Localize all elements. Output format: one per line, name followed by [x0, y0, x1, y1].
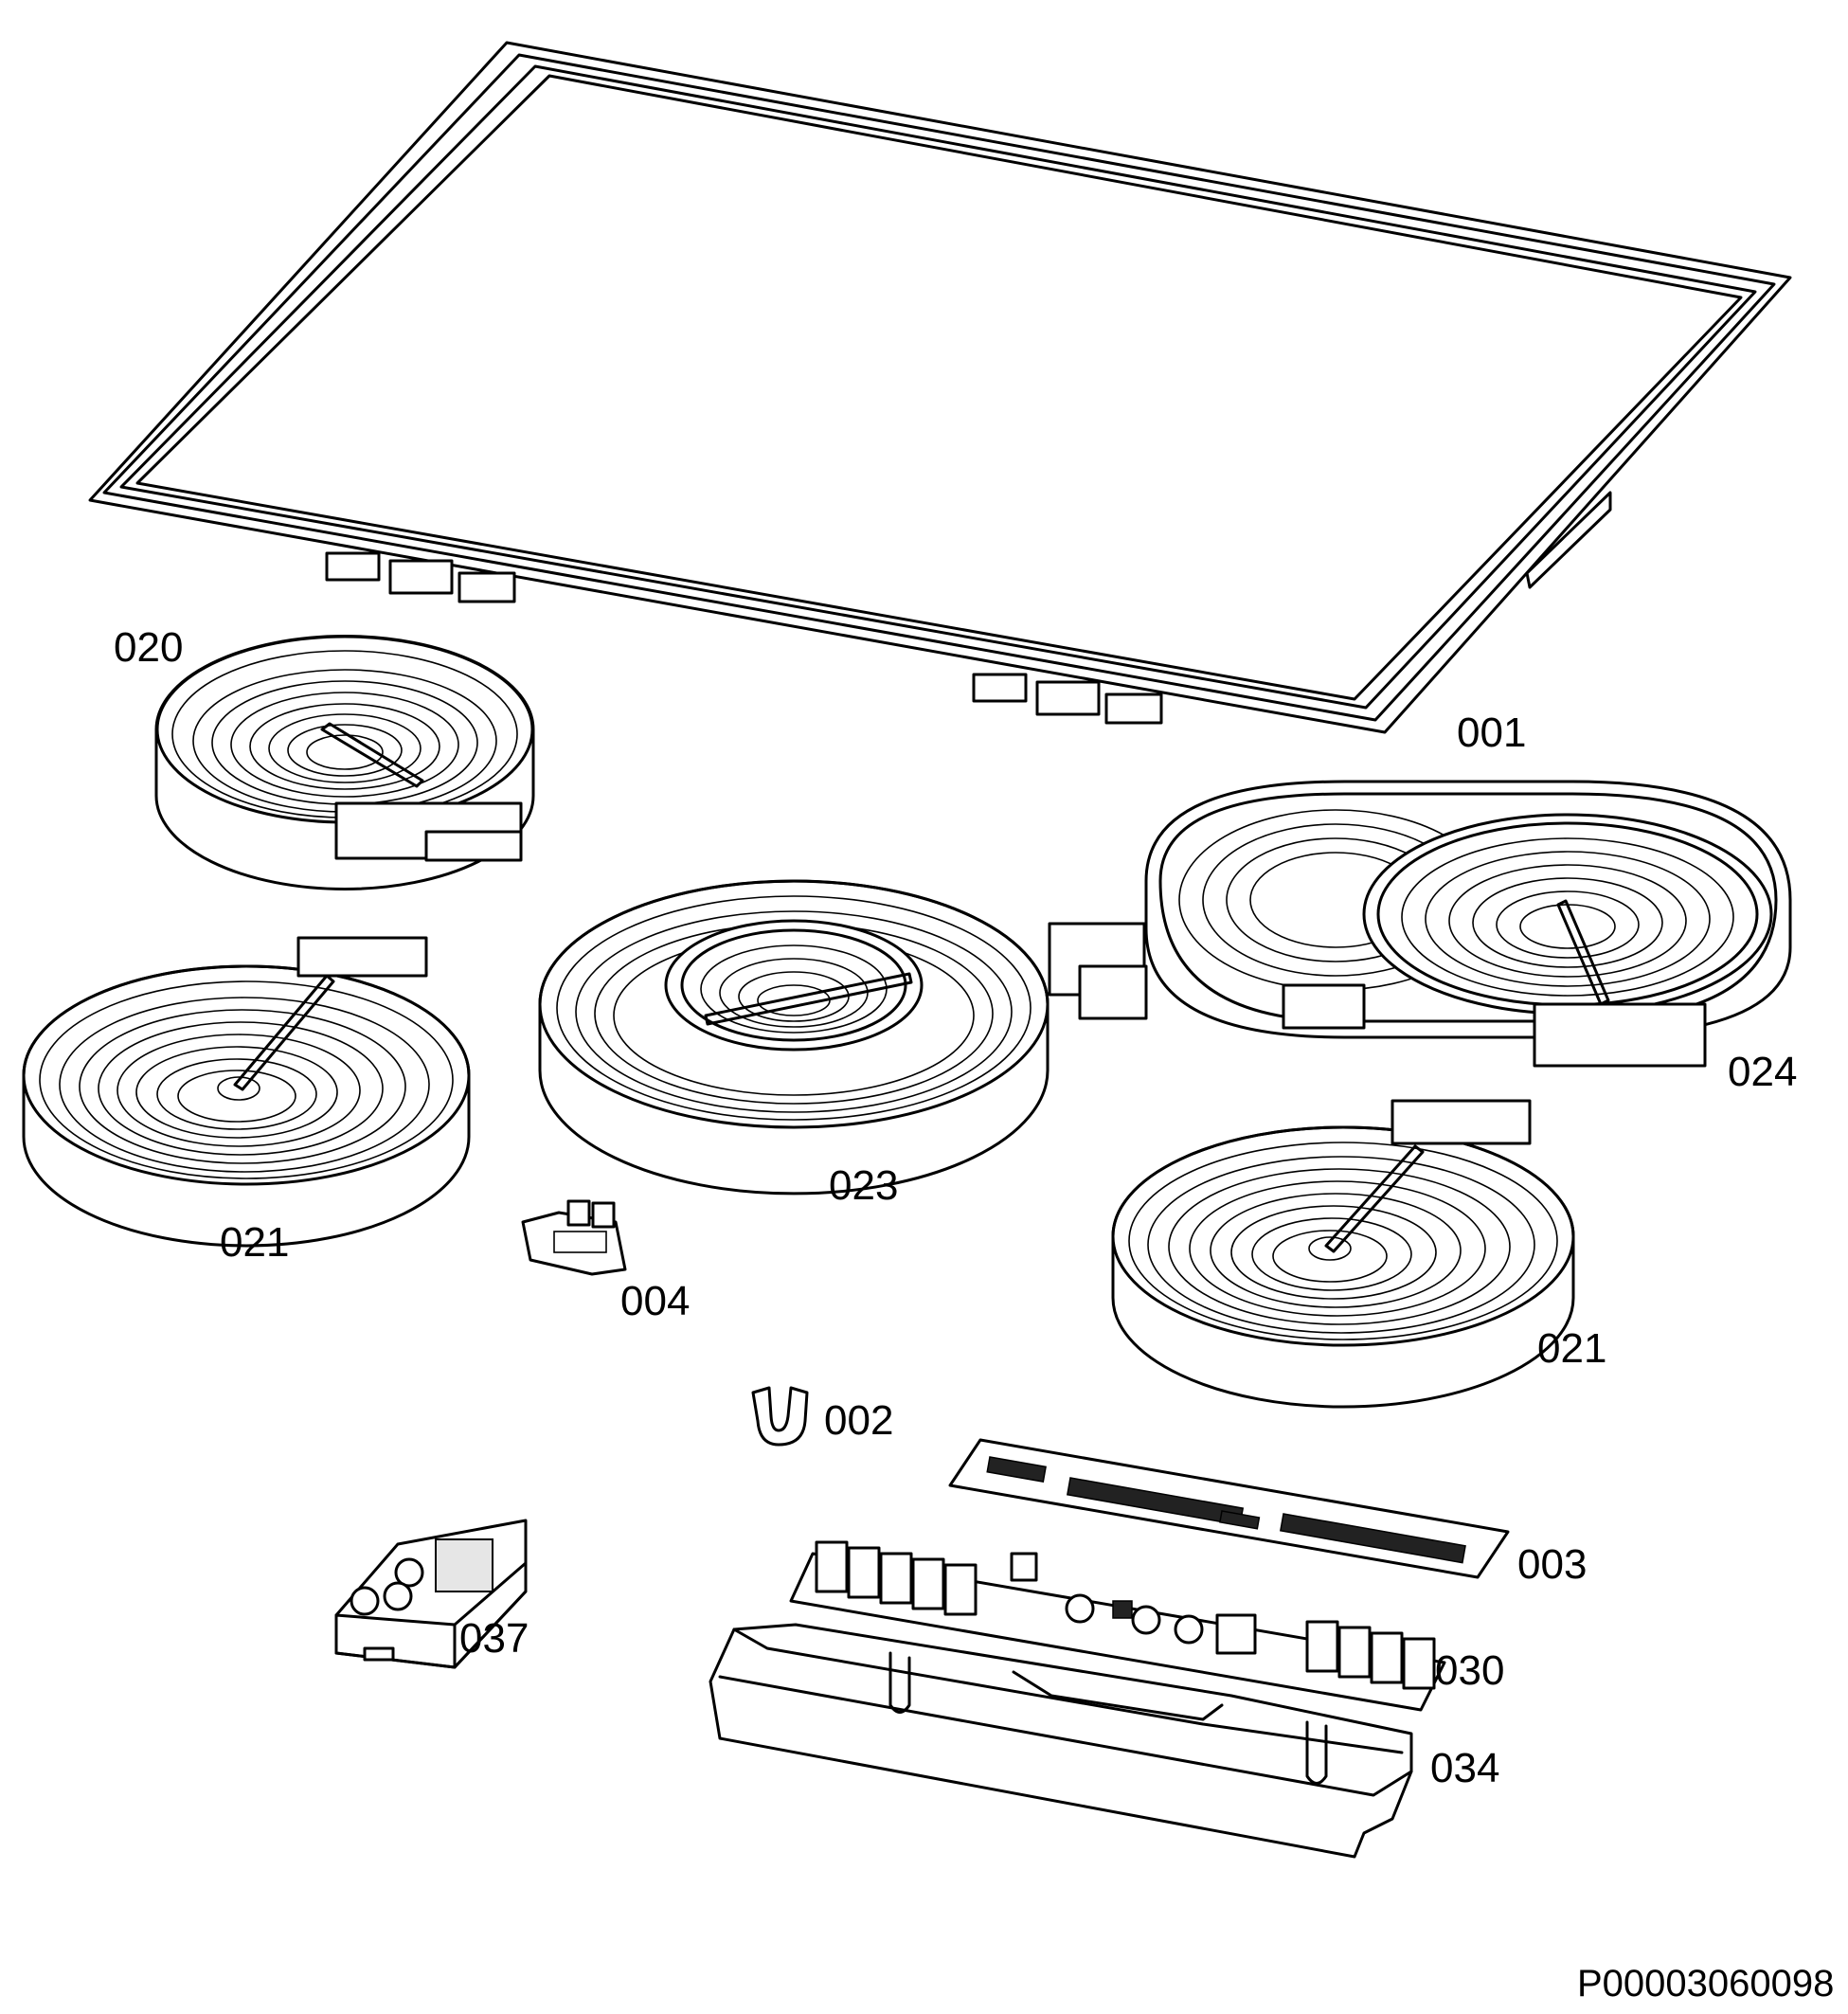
label-024: 024	[1728, 1049, 1798, 1095]
heater-small-drawing	[154, 635, 535, 890]
label-021-right: 021	[1537, 1325, 1607, 1372]
label-030: 030	[1435, 1647, 1505, 1694]
components-mid	[1010, 1552, 1257, 1655]
connector-drawing	[521, 1199, 627, 1276]
heater-oval-drawing	[1144, 780, 1792, 1068]
relays-left	[815, 1540, 978, 1616]
coil-020	[192, 669, 497, 813]
clip-drawing	[751, 1386, 809, 1447]
label-003: 003	[1517, 1541, 1588, 1588]
heater-right-drawing	[1111, 1099, 1575, 1409]
label-001: 001	[1457, 710, 1527, 756]
glass-top-drawing	[88, 41, 1792, 734]
control-board-drawing	[948, 1438, 1510, 1579]
label-023: 023	[829, 1162, 899, 1209]
label-021-left: 021	[220, 1219, 290, 1266]
power-board-drawing	[789, 1540, 1446, 1712]
label-020: 020	[114, 624, 184, 671]
label-002: 002	[824, 1397, 894, 1444]
terminal-block-drawing	[334, 1519, 528, 1669]
heater-dual-drawing	[538, 879, 1148, 1196]
coil-021-left	[59, 997, 430, 1173]
heater-left-drawing	[22, 936, 471, 1248]
glass-brackets	[325, 491, 1612, 725]
drawing-number: P00003060098	[1577, 1963, 1835, 2005]
label-034: 034	[1430, 1745, 1500, 1791]
housing-drawing	[709, 1623, 1413, 1859]
label-037: 037	[459, 1615, 529, 1662]
relays-right	[1305, 1620, 1436, 1690]
coil-021-right	[1147, 1156, 1535, 1334]
label-004: 004	[620, 1278, 691, 1324]
